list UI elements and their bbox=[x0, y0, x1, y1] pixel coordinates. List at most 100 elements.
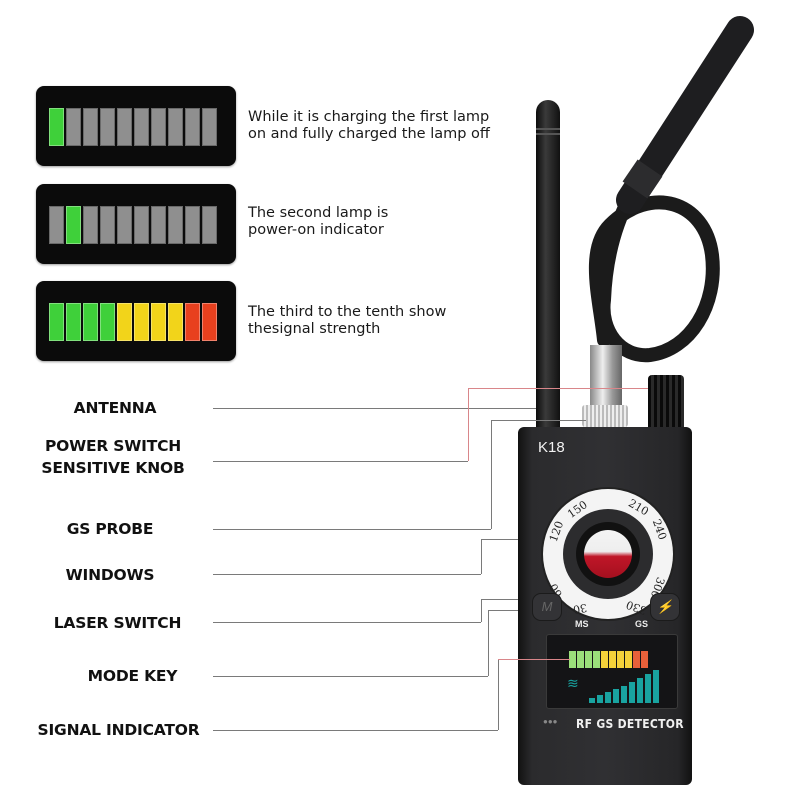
lamp-segment bbox=[168, 303, 183, 341]
legend-desc-3: The third to the tenth show thesignal st… bbox=[248, 304, 446, 338]
label-laser-switch: LASER SWITCH bbox=[53, 614, 182, 632]
screen-lamp bbox=[625, 651, 632, 668]
legend-text: power-on indicator bbox=[248, 222, 384, 238]
lamp-segment bbox=[151, 108, 166, 146]
legend-desc-1: While it is charging the first lamp on a… bbox=[248, 109, 490, 143]
signal-bar bbox=[597, 695, 603, 703]
leader-antenna bbox=[213, 408, 536, 409]
brand-label: RF GS DETECTOR bbox=[576, 717, 684, 731]
screen-lamp bbox=[641, 651, 648, 668]
lamp-segment bbox=[49, 108, 64, 146]
leader-windows bbox=[481, 539, 482, 574]
label-windows: WINDOWS bbox=[65, 566, 155, 584]
lamp-legend-1 bbox=[36, 86, 236, 166]
dial-number: 330 bbox=[624, 597, 649, 618]
mode-key-button[interactable]: ⚡ bbox=[650, 593, 680, 621]
label-line: SENSITIVE KNOB bbox=[41, 459, 185, 477]
lamp-segment bbox=[49, 206, 64, 244]
lens-glass bbox=[584, 530, 632, 578]
lamp-segment bbox=[117, 206, 132, 244]
leader-windows bbox=[213, 574, 481, 575]
legend-text: The second lamp is bbox=[248, 205, 389, 221]
lamp-segment bbox=[185, 303, 200, 341]
label-mode-key: MODE KEY bbox=[87, 667, 178, 685]
legend-text: The third to the tenth show bbox=[248, 304, 447, 320]
signal-bar bbox=[589, 698, 595, 703]
label-antenna: ANTENNA bbox=[73, 399, 157, 417]
leader-signal bbox=[498, 659, 570, 660]
screen-lamp-row bbox=[569, 651, 648, 668]
lamp-segment bbox=[134, 303, 149, 341]
lamp-segment bbox=[185, 206, 200, 244]
label-gs-probe: GS PROBE bbox=[66, 520, 154, 538]
lamp-segment bbox=[83, 206, 98, 244]
gs-label: GS bbox=[635, 619, 649, 629]
lamp-segment bbox=[202, 303, 217, 341]
lamp-segment bbox=[83, 108, 98, 146]
status-dots-icon: ●●● bbox=[543, 717, 558, 726]
lamp-segment bbox=[117, 108, 132, 146]
signal-bar bbox=[637, 678, 643, 703]
label-line: POWER SWITCH bbox=[44, 437, 182, 455]
label-signal-indicator: SIGNAL INDICATOR bbox=[37, 721, 200, 739]
leader-signal bbox=[213, 730, 498, 731]
lamp-segment bbox=[151, 303, 166, 341]
laser-switch-button[interactable]: M bbox=[532, 593, 562, 621]
screen-lamp bbox=[585, 651, 592, 668]
legend-text: on and fully charged the lamp off bbox=[248, 126, 490, 142]
lamp-segment bbox=[202, 206, 217, 244]
lamp-segment bbox=[83, 303, 98, 341]
lens-window bbox=[576, 522, 640, 586]
leader-mode bbox=[488, 610, 518, 611]
screen-lamp bbox=[633, 651, 640, 668]
screen-lamp bbox=[569, 651, 576, 668]
antenna-icon bbox=[536, 100, 560, 430]
dial-number: 240 bbox=[649, 517, 670, 542]
lamp-legend-2 bbox=[36, 184, 236, 264]
screen-lamp bbox=[601, 651, 608, 668]
ms-label: MS bbox=[575, 619, 589, 629]
lamp-segment bbox=[66, 303, 81, 341]
model-label: K18 bbox=[538, 439, 565, 456]
legend-desc-2: The second lamp is power-on indicator bbox=[248, 205, 388, 239]
leader-signal bbox=[498, 659, 499, 730]
lamp-row bbox=[49, 108, 217, 146]
lamp-segment bbox=[66, 206, 81, 244]
signal-bars bbox=[589, 670, 659, 703]
legend-text: thesignal strength bbox=[248, 321, 381, 337]
leader-power bbox=[213, 461, 468, 462]
signal-bar bbox=[621, 686, 627, 703]
lamp-row bbox=[49, 206, 217, 244]
signal-bar bbox=[629, 682, 635, 703]
dial-number: 120 bbox=[546, 519, 567, 544]
lamp-segment bbox=[49, 303, 64, 341]
leader-gs-probe bbox=[213, 529, 491, 530]
lamp-segment bbox=[202, 108, 217, 146]
legend-text: While it is charging the first lamp bbox=[248, 109, 490, 125]
screen-lamp bbox=[593, 651, 600, 668]
sensitivity-knob[interactable] bbox=[648, 375, 684, 427]
lamp-segment bbox=[168, 206, 183, 244]
leader-windows bbox=[481, 539, 518, 540]
leader-power bbox=[468, 388, 648, 389]
lamp-segment bbox=[168, 108, 183, 146]
leader-laser bbox=[481, 599, 518, 600]
lamp-segment bbox=[134, 108, 149, 146]
lamp-segment bbox=[100, 108, 115, 146]
signal-indicator-screen: ≋ bbox=[546, 634, 678, 709]
lamp-legend-3 bbox=[36, 281, 236, 361]
probe-nut-icon bbox=[582, 405, 628, 427]
signal-bar bbox=[605, 692, 611, 703]
dial-inner bbox=[563, 509, 653, 599]
leader-mode bbox=[488, 610, 489, 676]
leader-laser bbox=[213, 622, 481, 623]
screen-lamp bbox=[577, 651, 584, 668]
signal-bar bbox=[645, 674, 651, 703]
lamp-segment bbox=[100, 303, 115, 341]
lamp-segment bbox=[66, 108, 81, 146]
screen-lamp bbox=[617, 651, 624, 668]
leader-power bbox=[468, 388, 469, 461]
leader-laser bbox=[481, 599, 482, 622]
signal-bar bbox=[613, 689, 619, 703]
